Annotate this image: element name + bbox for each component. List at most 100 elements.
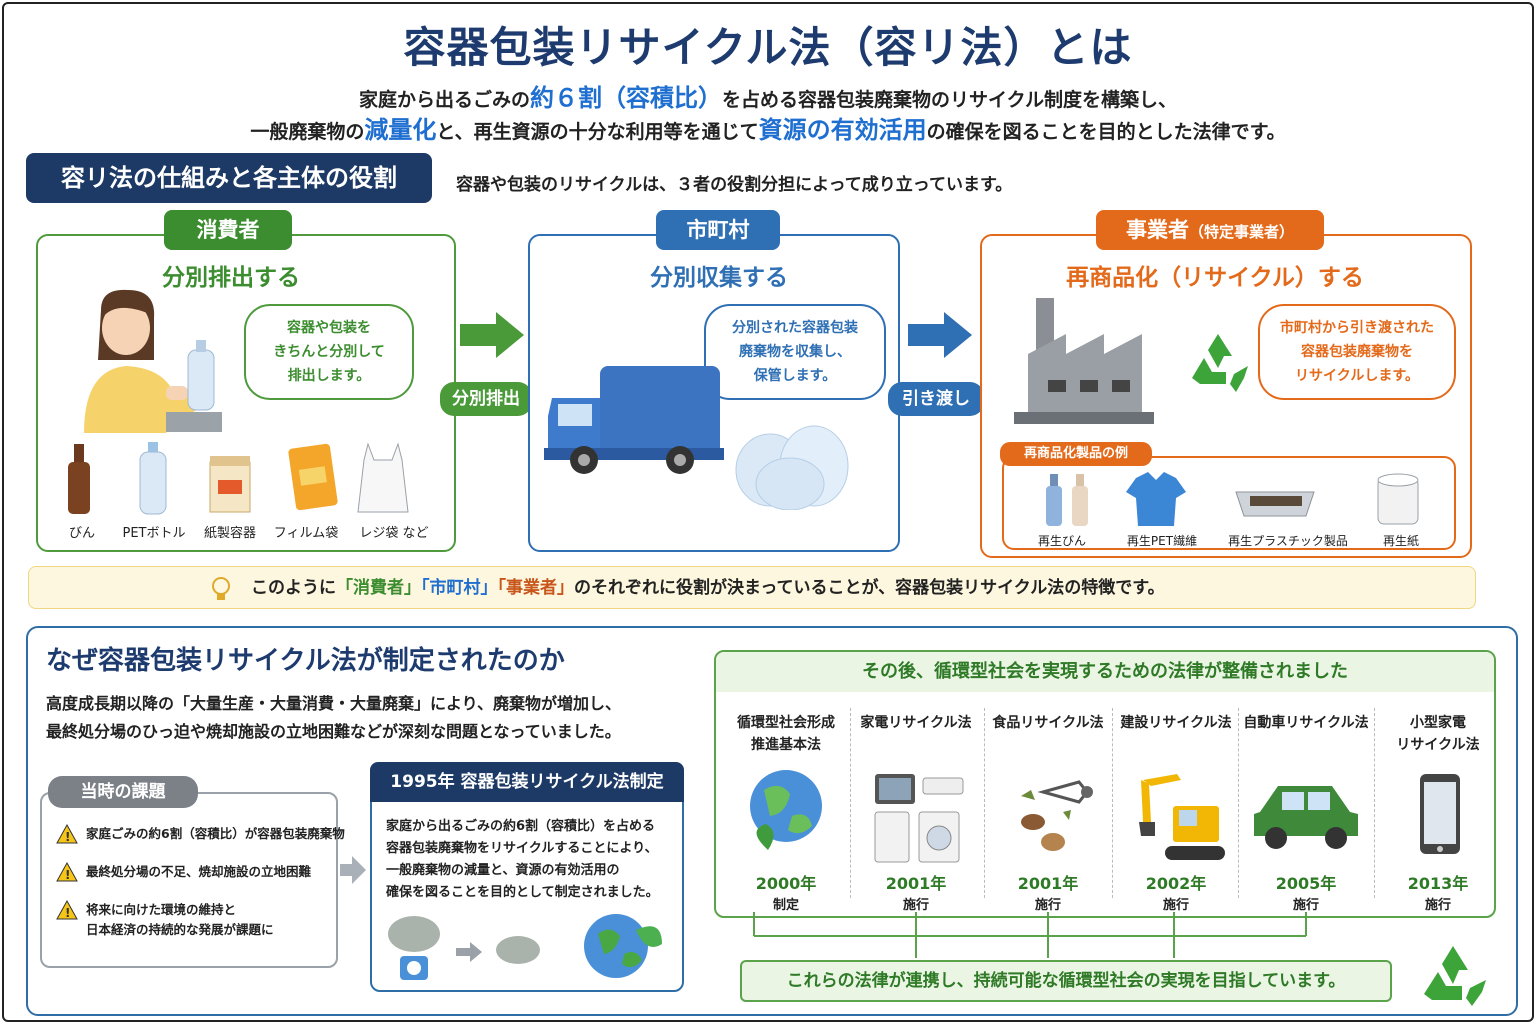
intro-text: を占める容器包装廃棄物のリサイクル制度を構築し、 [721, 89, 1178, 111]
bubble-line: 保管します。 [753, 368, 837, 384]
intro-highlight: 約６割（容積比） [529, 84, 722, 112]
consumer-role: 分別排出する [162, 265, 300, 291]
film-bag-icon [288, 443, 338, 511]
issue-item: ! 将来に向けた環境の維持と日本経済の持続的な発展が課題に [56, 900, 274, 940]
food-waste-icon [1021, 780, 1093, 851]
law-column: 小型家電リサイクル法 2013年 施行 [1374, 712, 1502, 913]
law-name: 自動車リサイクル法 [1243, 715, 1369, 731]
issues-box [40, 792, 338, 968]
container-label: PETボトル [122, 526, 186, 541]
why-section [26, 626, 1518, 1016]
law-year: 2001年 [885, 874, 947, 893]
paper-carton-icon [209, 456, 251, 513]
example-label: 再生プラスチック製品 [1228, 534, 1348, 548]
municipality-tag: 市町村 [656, 210, 780, 250]
law-name: 家電リサイクル法 [860, 715, 972, 731]
consumer-person-icon [84, 289, 222, 433]
divider [1374, 708, 1375, 898]
earth-icon [750, 770, 822, 850]
why-title: なぜ容器包装リサイクル法が制定されたのか [46, 646, 565, 676]
issue-item: ! 家庭ごみの約6割（容積比）が容器包装廃棄物 [56, 824, 345, 844]
final-message: これらの法律が連携し、持続可能な循環型社会の実現を目指しています。 [740, 960, 1392, 1002]
law-text-line: 確保を図ることを目的として制定されました。 [386, 885, 659, 900]
business-role: 再商品化（リサイクル）する [1066, 265, 1364, 291]
recycle-icon [1192, 334, 1248, 392]
law-column: 食品リサイクル法 2001年 施行 [984, 712, 1112, 913]
example-label: 再生紙 [1382, 534, 1419, 548]
divider [984, 708, 985, 898]
plastic-tray-icon [1235, 491, 1315, 517]
svg-text:!: ! [65, 830, 70, 844]
law-column: 建設リサイクル法 2002年 施行 [1112, 712, 1240, 913]
law-text-line: 家庭から出るごみの約6割（容積比）を占める [386, 819, 656, 834]
issue-text: 家庭ごみの約6割（容積比）が容器包装廃棄物 [86, 826, 345, 841]
issues-tag: 当時の課題 [48, 776, 198, 808]
svg-text:!: ! [65, 906, 70, 920]
garbage-truck-icon [544, 366, 849, 510]
recycled-bottles-icon [1046, 474, 1088, 526]
arrow-label-handover: 引き渡し [888, 382, 984, 416]
law-act: 制定 [772, 898, 799, 913]
bubble-line: きちんと分別して [273, 344, 385, 360]
law-name: 建設リサイクル法 [1120, 715, 1232, 731]
law-year: 2005年 [1275, 874, 1337, 893]
connector-lines [753, 912, 1307, 958]
arrow-label-separate: 分別排出 [440, 382, 532, 416]
bubble-line: 容器や包装を [287, 320, 371, 336]
intro-highlight: 資源の有効活用 [758, 116, 927, 144]
plastic-bag-icon [357, 442, 409, 513]
law-year: 2013年 [1407, 874, 1469, 893]
lightbulb-icon [212, 577, 230, 600]
bubble-line: 排出します。 [287, 368, 371, 384]
consumer-tag: 消費者 [164, 210, 292, 250]
page-title: 容器包装リサイクル法（容リ法）とは [403, 23, 1133, 72]
law-name: 推進基本法 [751, 737, 821, 753]
business-tag-label: 事業者 [1125, 218, 1189, 242]
issue-item: ! 最終処分場の不足、焼却施設の立地困難 [56, 862, 311, 882]
issue-text: 最終処分場の不足、焼却施設の立地困難 [86, 864, 312, 879]
divider [1112, 708, 1113, 898]
intro-highlight: 減量化 [364, 116, 437, 144]
appliance-icon [874, 774, 964, 863]
mechanism-note: 容器や包装のリサイクルは、３者の役割分担によって成り立っています。 [456, 175, 1013, 195]
small-pile-icon [496, 936, 540, 964]
scale-icon [388, 916, 440, 980]
law-name: 小型家電 [1410, 715, 1466, 731]
recycled-products-icons [1046, 472, 1419, 526]
bubble-line: リサイクルします。 [1295, 368, 1419, 384]
law-text-line: 一般廃棄物の減量と、資源の有効活用の [386, 863, 620, 878]
car-icon [1254, 786, 1358, 849]
law-column: 循環型社会形成推進基本法 2000年 制定 [722, 712, 850, 913]
reduction-illustration [388, 914, 662, 980]
law-year: 2000年 [755, 874, 817, 893]
smartphone-icon [1420, 774, 1460, 854]
container-label: びん [68, 526, 95, 541]
warning-icon: ! [56, 900, 78, 920]
municipality-role: 分別収集する [650, 265, 788, 291]
example-label: 再生PET繊維 [1126, 534, 1198, 548]
later-laws-box [714, 650, 1496, 918]
bubble-line: 廃棄物を収集し、 [739, 344, 851, 360]
tip-text: このように [251, 578, 336, 598]
svg-text:!: ! [65, 868, 70, 882]
arrow-right-icon [340, 856, 366, 884]
intro-text: 一般廃棄物の [250, 121, 365, 143]
tip-municipality: 「市町村」 [421, 578, 498, 598]
issue-text: 日本経済の持続的な発展が課題に [86, 922, 274, 937]
excavator-icon [1139, 774, 1225, 860]
law-column: 自動車リサイクル法 2005年 施行 [1242, 712, 1370, 913]
issue-text: 将来に向けた環境の維持と [86, 902, 237, 917]
container-label: レジ袋 など [359, 526, 429, 541]
recycle-icon [1424, 946, 1486, 1006]
arrow-right-icon [456, 942, 482, 962]
container-label: フィルム袋 [273, 526, 339, 541]
bubble-line: 容器包装廃棄物を [1301, 344, 1413, 360]
law-column: 家電リサイクル法 2001年 施行 [852, 712, 980, 913]
warning-icon: ! [56, 824, 78, 844]
arrow-right-icon [908, 312, 972, 358]
divider [1238, 708, 1239, 898]
toilet-paper-icon [1377, 473, 1419, 525]
business-tag: 事業者（特定事業者） [1096, 210, 1324, 250]
intro-text: の確保を図ることを目的とした法律です。 [926, 121, 1286, 143]
divider [850, 708, 851, 898]
